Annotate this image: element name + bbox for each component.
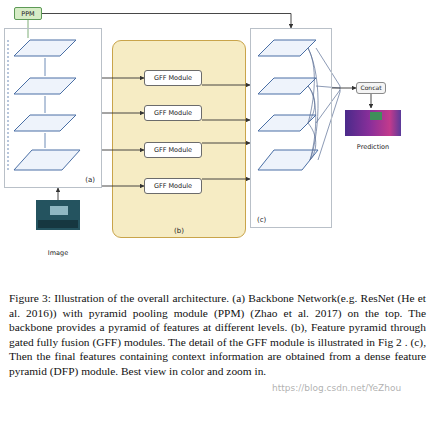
dense-wire <box>316 90 340 123</box>
concat-box: Concat <box>356 82 386 94</box>
level-marker <box>8 40 9 170</box>
node-label: PPM <box>15 10 41 17</box>
gff-module: GFF Module <box>144 178 202 194</box>
prediction-node: Prediction <box>345 108 401 152</box>
input-image-detail <box>50 206 68 215</box>
input-image-node: Image <box>36 200 80 258</box>
feature-wire <box>45 96 46 113</box>
feature-plane <box>14 150 80 170</box>
prediction-map <box>345 110 401 136</box>
node-label: Image <box>36 250 80 257</box>
gff-module: GFF Module <box>144 142 202 158</box>
ppm-box: PPM <box>14 7 42 20</box>
feature-plane <box>258 115 316 131</box>
node-label: Concat <box>357 85 385 91</box>
backbone-frame: (a) <box>4 28 102 188</box>
dense-wire <box>308 123 316 160</box>
node-label: (a) <box>85 177 95 184</box>
feature-wire <box>45 133 46 148</box>
feature-wire <box>45 58 46 76</box>
dense-wire <box>308 48 318 160</box>
feature-plane <box>14 40 76 56</box>
node-label: (c) <box>257 217 266 224</box>
dense-wire <box>316 48 340 86</box>
input-image <box>36 200 80 230</box>
node-label: Prediction <box>345 144 401 151</box>
feature-plane <box>258 150 318 170</box>
gff-module: GFF Module <box>144 70 202 86</box>
feature-plane <box>258 40 316 56</box>
dense-wire <box>308 86 315 123</box>
input-image-detail <box>38 220 78 228</box>
dense-wire <box>308 86 316 160</box>
watermark: https://blog.csdn.net/YeZhou <box>272 383 401 393</box>
dfp-frame: (c) <box>250 28 332 228</box>
feature-plane <box>14 115 76 131</box>
connector-arrow <box>371 94 372 108</box>
prediction-map-detail <box>370 112 382 120</box>
node-label: GFF Module <box>145 183 201 190</box>
dense-wire <box>316 86 340 88</box>
figure-caption: Figure 3: Illustration of the overall ar… <box>9 291 426 379</box>
node-label: GFF Module <box>145 147 201 154</box>
gff-module: GFF Module <box>144 105 202 121</box>
gff-group: (b)GFF ModuleGFF ModuleGFF ModuleGFF Mod… <box>112 40 246 238</box>
node-label: (b) <box>113 228 245 235</box>
node-label: GFF Module <box>145 110 201 117</box>
connector-arrow <box>42 14 291 29</box>
dense-wire <box>308 48 314 123</box>
node-label: GFF Module <box>145 75 201 82</box>
dense-wire <box>318 92 340 160</box>
connector-arrow <box>332 88 356 89</box>
connector-arrow <box>58 188 59 200</box>
feature-plane <box>258 78 316 94</box>
dense-wire <box>340 86 341 92</box>
feature-plane <box>14 78 76 94</box>
